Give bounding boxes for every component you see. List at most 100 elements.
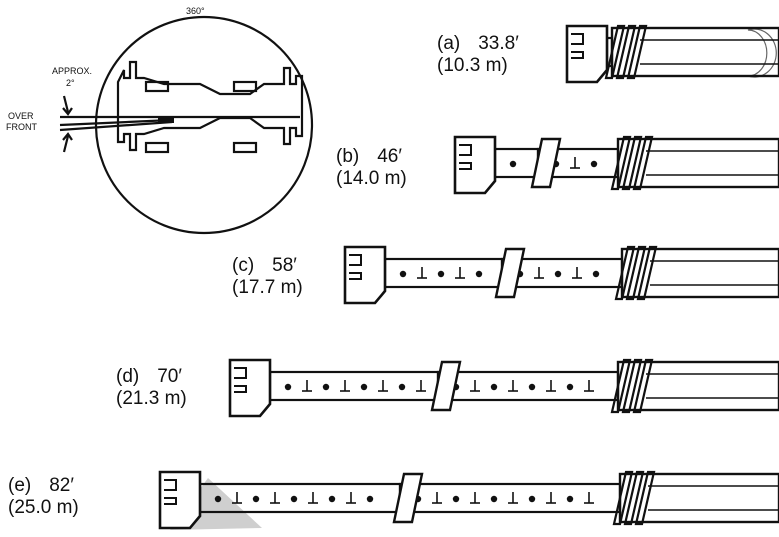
boom-label-c: (c) 58′ (17.7 m) xyxy=(232,255,303,299)
approx-arrow xyxy=(62,95,70,113)
boom-dot-mark xyxy=(566,383,574,391)
boom-head-hook xyxy=(349,254,362,266)
boom-dot-mark xyxy=(490,495,498,503)
boom-head-hook xyxy=(459,144,472,156)
boom-dot-mark xyxy=(590,160,598,168)
over-front-line xyxy=(59,120,173,132)
boom-inner-section xyxy=(268,370,440,402)
boom-dot-mark xyxy=(475,270,483,278)
swing-circle xyxy=(94,15,314,235)
boom-collar xyxy=(632,135,654,191)
boom-head-hook xyxy=(164,497,177,505)
outrigger-pad xyxy=(144,80,170,93)
approx-value: 2° xyxy=(66,78,75,88)
boom-joint-collar xyxy=(430,360,462,412)
boom-length-m: (21.3 m) xyxy=(116,388,187,409)
boom-head-hook xyxy=(459,162,472,170)
boom-letter: (e) xyxy=(8,475,32,496)
boom-inner-section xyxy=(493,147,540,179)
boom-collar xyxy=(632,358,654,414)
boom-head-hook xyxy=(349,272,362,280)
boom-collar xyxy=(604,24,626,80)
boom-head-hook xyxy=(164,479,177,491)
boom-collar xyxy=(626,24,648,80)
boom-collar xyxy=(625,245,647,301)
boom-dot-mark xyxy=(528,495,536,503)
boom-inner-section xyxy=(398,482,622,514)
boom-dot-mark xyxy=(592,270,600,278)
boom-label-e: (e) 82′ (25.0 m) xyxy=(8,475,79,519)
boom-joint-collar xyxy=(392,472,424,524)
approx-arrowhead xyxy=(62,107,73,116)
boom-head xyxy=(228,358,272,418)
over-label: OVER xyxy=(8,111,34,121)
outrigger-pad xyxy=(232,80,258,93)
boom-label-b: (b) 46′ (14.0 m) xyxy=(336,146,407,190)
boom-dot-mark xyxy=(566,495,574,503)
boom-length-m: (10.3 m) xyxy=(437,55,508,76)
carrier-outline xyxy=(116,60,304,152)
boom-dot-mark xyxy=(284,383,292,391)
boom-dot-mark xyxy=(399,270,407,278)
boom-letter: (a) xyxy=(437,33,461,54)
boom-letter: (b) xyxy=(336,146,360,167)
boom-head-hook xyxy=(234,367,247,379)
boom-length-ft: 33.8′ xyxy=(478,33,519,54)
angle-label: 360° xyxy=(186,6,205,16)
boom-inner-section xyxy=(436,370,620,402)
boom-head-hook xyxy=(571,51,584,59)
boom-head xyxy=(343,245,387,305)
boom-length-m: (17.7 m) xyxy=(232,277,303,298)
boom-collar xyxy=(634,470,656,526)
boom-label-d: (d) 70′ (21.3 m) xyxy=(116,366,187,410)
boom-collar xyxy=(610,135,632,191)
boom-letter: (d) xyxy=(116,366,140,387)
boom-dot-mark xyxy=(490,383,498,391)
boom-collar xyxy=(636,245,658,301)
boom-label-a: (a) 33.8′ (10.3 m) xyxy=(437,33,519,77)
boom-length-ft: 82′ xyxy=(49,475,74,496)
boom-head xyxy=(565,24,609,84)
boom-letter: (c) xyxy=(232,255,255,276)
boom-head-block xyxy=(158,116,174,123)
boom-dot-mark xyxy=(328,495,336,503)
front-arrow xyxy=(62,135,70,153)
boom-centerline xyxy=(59,118,173,127)
boom-dot-mark xyxy=(214,495,222,503)
boom-head-hook xyxy=(571,33,584,45)
boom-dot-mark xyxy=(290,495,298,503)
boom-collar xyxy=(612,470,634,526)
boom-head xyxy=(453,135,497,195)
front-label: FRONT xyxy=(6,122,37,132)
boom-head-hook xyxy=(234,385,247,393)
boom-dot-mark xyxy=(509,160,517,168)
boom-dot-mark xyxy=(452,495,460,503)
boom-length-ft: 58′ xyxy=(272,255,297,276)
boom-dot-mark xyxy=(554,270,562,278)
approx-label: APPROX. xyxy=(52,66,93,76)
boom-collar xyxy=(614,245,636,301)
boom-joint-collar xyxy=(530,137,562,189)
boom-head xyxy=(158,470,202,530)
boom-collar xyxy=(621,358,643,414)
boom-dot-mark xyxy=(528,383,536,391)
boom-length-ft: 46′ xyxy=(377,146,402,167)
boom-collar xyxy=(610,358,632,414)
boom-dot-mark xyxy=(322,383,330,391)
boom-dot-mark xyxy=(398,383,406,391)
boom-collar xyxy=(615,24,637,80)
boom-length-m: (25.0 m) xyxy=(8,497,79,518)
boom-dot-mark xyxy=(252,495,260,503)
boom-joint-collar xyxy=(494,247,526,299)
outrigger-pad xyxy=(232,141,258,154)
boom-length-m: (14.0 m) xyxy=(336,168,407,189)
boom-collar xyxy=(623,470,645,526)
outrigger-pad xyxy=(144,141,170,154)
boom-dot-mark xyxy=(366,495,374,503)
boom-length-ft: 70′ xyxy=(157,366,182,387)
boom-collar xyxy=(621,135,643,191)
boom-dot-mark xyxy=(437,270,445,278)
front-arrowhead xyxy=(62,132,73,141)
